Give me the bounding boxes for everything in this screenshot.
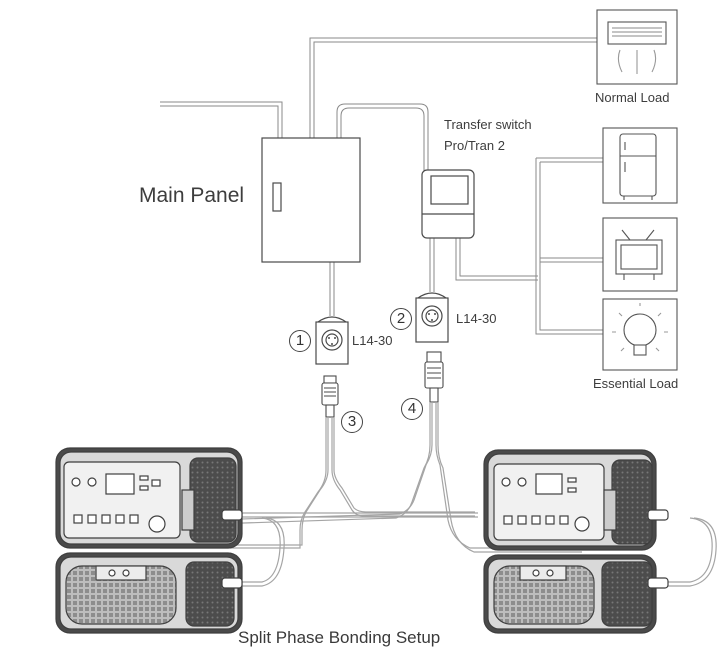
air-conditioner-icon — [596, 9, 678, 85]
normal-load-label: Normal Load — [595, 90, 670, 105]
bottom-caption: Split Phase Bonding Setup — [238, 628, 441, 647]
right-battery — [483, 554, 669, 634]
marker-1: 1 — [289, 330, 311, 352]
marker-4: 4 — [401, 398, 423, 420]
transfer-switch-model-label: Pro/Tran 2 — [444, 138, 505, 153]
main-panel-label: Main Panel — [139, 184, 245, 207]
marker-3: 3 — [341, 411, 363, 433]
transfer-switch-label: Transfer switch — [444, 117, 532, 132]
transfer-switch — [421, 169, 475, 239]
house-wiring — [160, 37, 606, 335]
outlet-2 — [415, 292, 449, 343]
outlet-1-label: L14-30 — [352, 333, 393, 348]
outlet-1 — [315, 316, 349, 365]
outlet-2-label: L14-30 — [456, 311, 497, 326]
television-icon — [602, 217, 678, 292]
light-bulb-icon — [602, 298, 678, 371]
plug-3 — [321, 375, 339, 418]
left-battery — [55, 552, 243, 634]
left-power-station — [55, 447, 243, 549]
refrigerator-icon — [602, 127, 678, 204]
essential-load-label: Essential Load — [593, 376, 679, 391]
parallel-cables — [238, 512, 717, 587]
y-cables — [160, 402, 582, 553]
plug-4 — [424, 351, 444, 403]
right-power-station — [483, 449, 669, 551]
main-panel — [261, 137, 361, 263]
marker-2: 2 — [390, 308, 412, 330]
